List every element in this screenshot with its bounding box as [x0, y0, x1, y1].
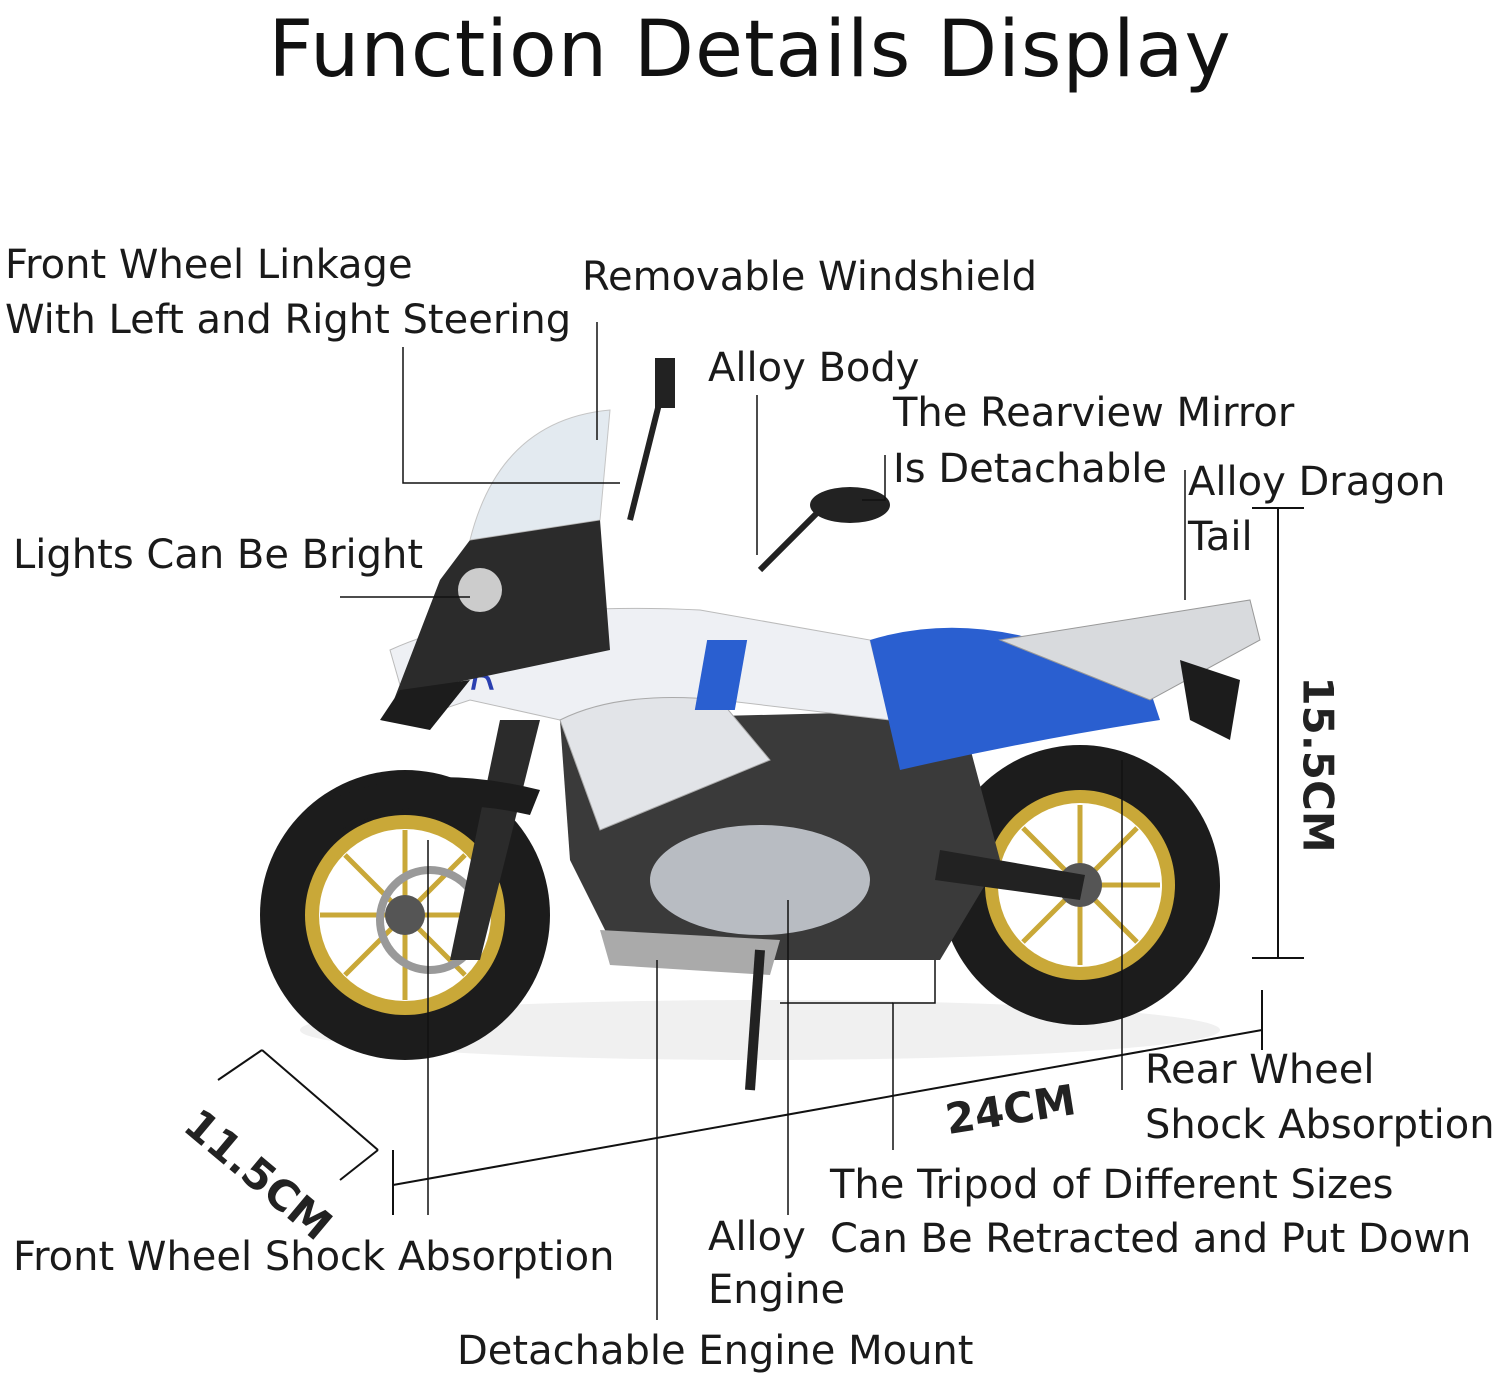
dimension-height: 15.5CM	[1293, 676, 1343, 853]
label-lights: Lights Can Be Bright	[13, 532, 424, 578]
label-tripod-line1: The Tripod of Different Sizes	[830, 1162, 1394, 1208]
label-front-linkage-line1: Front Wheel Linkage	[5, 242, 413, 288]
label-mirror-line1: The Rearview Mirror	[893, 390, 1295, 436]
label-rear-shock-line2: Shock Absorption	[1145, 1102, 1495, 1148]
label-front-linkage-line2: With Left and Right Steering	[5, 297, 572, 343]
label-windshield: Removable Windshield	[582, 254, 1037, 300]
label-tripod-line2: Can Be Retracted and Put Down	[830, 1216, 1472, 1262]
label-alloy-engine-line2: Engine	[708, 1267, 846, 1313]
label-rear-shock-line1: Rear Wheel	[1145, 1047, 1375, 1093]
label-alloy-engine-line1: Alloy	[708, 1214, 806, 1260]
page-title: Function Details Display	[268, 5, 1232, 95]
label-dragon-tail-line2: Tail	[1188, 514, 1253, 560]
label-engine-mount: Detachable Engine Mount	[457, 1328, 974, 1374]
label-mirror-line2: Is Detachable	[893, 446, 1167, 492]
label-alloy-body: Alloy Body	[708, 345, 920, 391]
label-dragon-tail-line1: Alloy Dragon	[1188, 459, 1446, 505]
label-front-shock: Front Wheel Shock Absorption	[13, 1234, 615, 1280]
